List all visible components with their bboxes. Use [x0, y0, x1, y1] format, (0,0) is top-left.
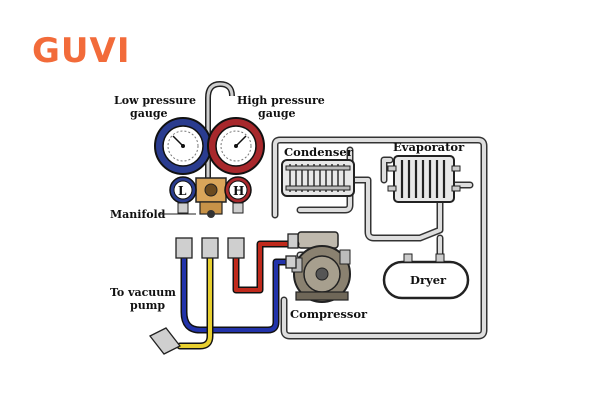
- low-pressure-gauge-label-line2: gauge: [130, 107, 168, 120]
- high-pressure-gauge-label-line1: High pressure: [237, 94, 325, 107]
- dryer-label: Dryer: [410, 273, 447, 287]
- compressor-label: Compressor: [290, 307, 368, 321]
- high-pressure-gauge-label: High pressure gauge: [237, 94, 329, 120]
- low-pressure-gauge-label: Low pressure gauge: [114, 94, 200, 120]
- dryer: [382, 253, 470, 300]
- condenser-label: Condenser: [284, 145, 354, 159]
- guvi-logo: GUVI: [32, 31, 130, 71]
- evaporator: [387, 155, 461, 203]
- high-gauge-letter: H: [233, 184, 244, 198]
- compressor: [291, 231, 351, 303]
- vacuum-pump-label: To vacuum pump: [110, 286, 180, 312]
- vacuum-pump-label-line2: pump: [130, 299, 165, 312]
- hoses: [176, 240, 300, 350]
- low-gauge-letter: L: [178, 184, 187, 198]
- low-valve-knob: [169, 176, 197, 214]
- high-pressure-gauge-label-line2: gauge: [258, 107, 296, 120]
- evaporator-label: Evaporator: [393, 140, 465, 154]
- low-pressure-gauge: [154, 117, 212, 175]
- vacuum-pump-label-line1: To vacuum: [110, 286, 176, 299]
- high-valve-knob: [224, 176, 252, 214]
- low-pressure-gauge-label-line1: Low pressure: [114, 94, 196, 107]
- condenser: [281, 159, 355, 197]
- hose-fittings: [149, 233, 299, 355]
- high-pressure-gauge: [207, 117, 265, 175]
- manifold-label: Manifold: [110, 208, 166, 221]
- logo-text: GUVI: [32, 31, 130, 71]
- manifold-body: [195, 177, 227, 218]
